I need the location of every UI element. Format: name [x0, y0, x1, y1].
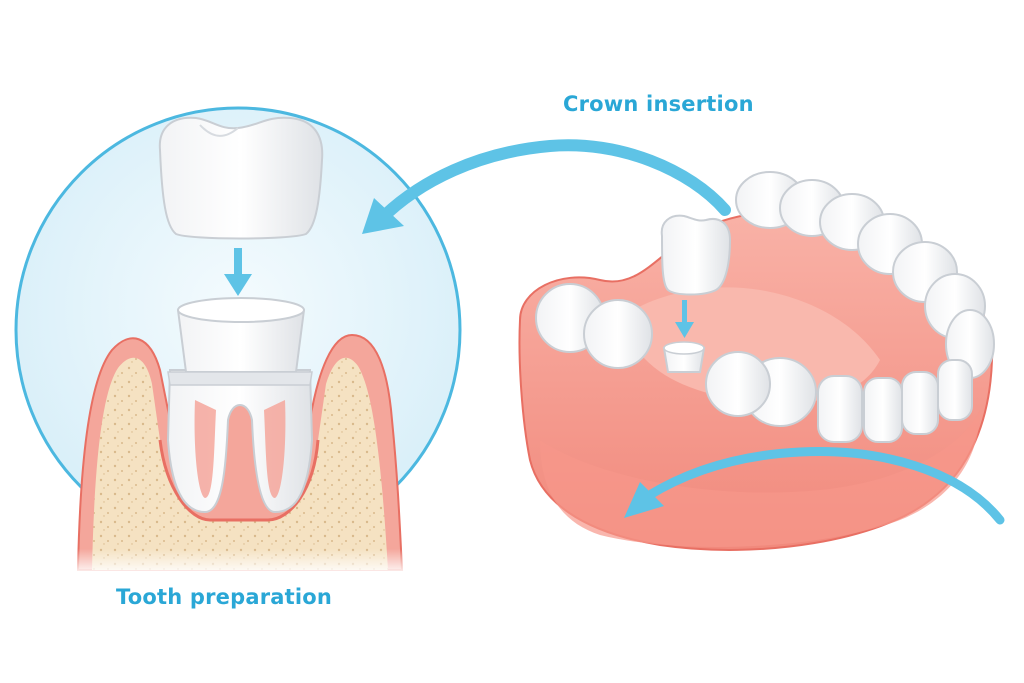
prepared-tooth-icon: [166, 297, 314, 514]
jaw-prepared-tooth-icon: [662, 341, 706, 373]
tooth-preparation-label: Tooth preparation: [116, 585, 333, 609]
jaw-rotation-arrow-icon: [624, 447, 1005, 525]
crown-insertion-label: Crown insertion: [563, 92, 754, 116]
jaw-arrow-icon: [675, 300, 694, 338]
crown-insertion-arrow-icon: [362, 139, 731, 234]
crown-icon: [158, 116, 324, 240]
tooth-cross-section: [70, 333, 410, 575]
floating-crown-icon: [660, 214, 732, 296]
down-arrow-icon: [224, 248, 252, 296]
tooth-row: [535, 171, 995, 443]
